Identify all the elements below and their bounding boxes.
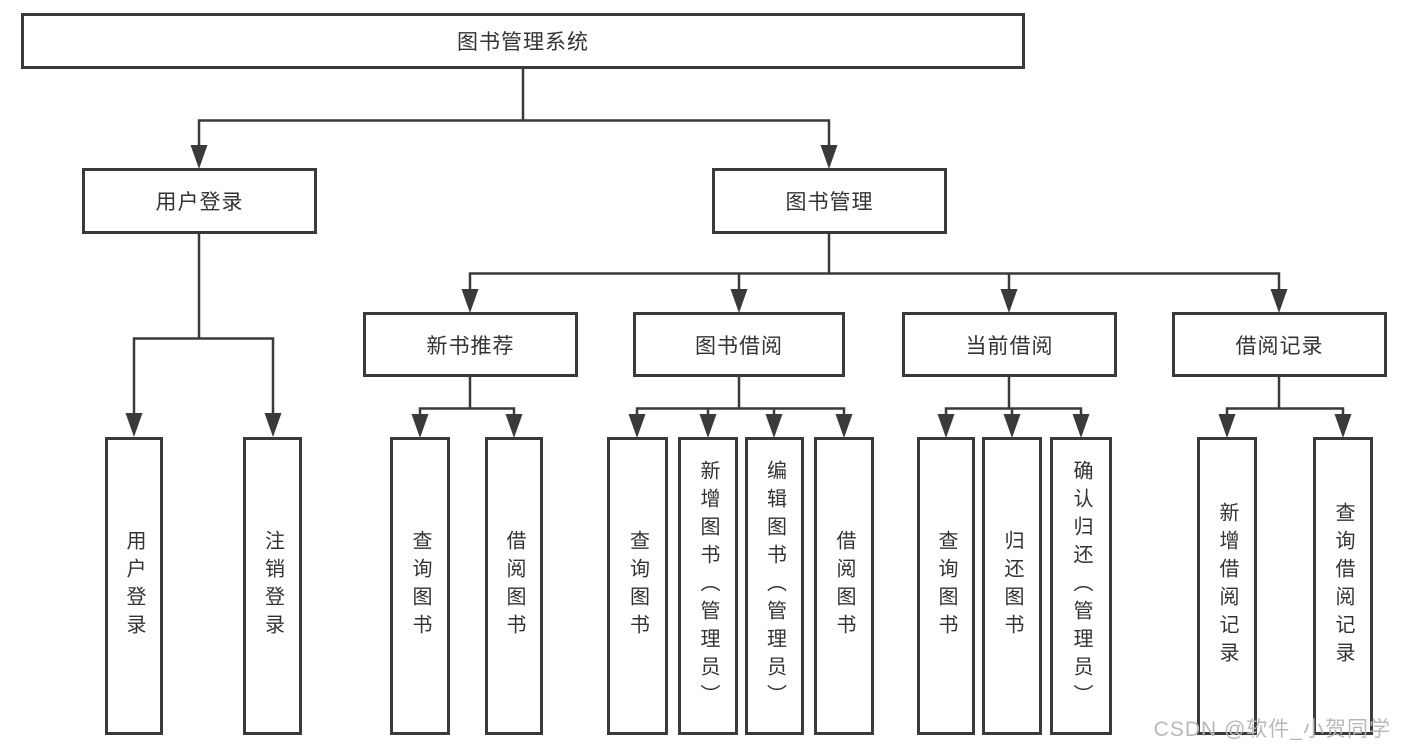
node-label: 查询图书 <box>626 530 649 642</box>
node-label: 新增图书（管理员） <box>697 460 719 712</box>
node-current-borrowing: 当前借阅 <box>902 312 1117 377</box>
edge-borrowing-records-to-children <box>1225 377 1345 418</box>
leaf-borrow-books: 借阅图书 <box>814 437 874 735</box>
node-label: 当前借阅 <box>965 334 1054 358</box>
leaf-query-books: 查询图书 <box>607 437 668 735</box>
node-label: 图书借阅 <box>695 334 783 358</box>
node-label: 确认归还（管理员） <box>1070 460 1092 712</box>
edge-new-book-recommend-to-children <box>418 377 516 418</box>
node-label: 图书管理系统 <box>457 31 589 54</box>
edge-book-borrowing-to-children <box>635 377 846 418</box>
node-label: 借阅图书 <box>503 530 525 642</box>
node-borrowing-records: 借阅记录 <box>1172 312 1387 377</box>
node-book-management: 图书管理 <box>712 168 947 234</box>
edge-book-management-to-children <box>468 234 1281 294</box>
leaf-add-books-admin: 新增图书（管理员） <box>678 437 738 735</box>
node-label: 注销登录 <box>261 530 284 642</box>
arrow-down-icons <box>125 145 1352 438</box>
connector-paths <box>132 69 1345 418</box>
node-label: 查询图书 <box>935 530 957 642</box>
node-label: 用户登录 <box>123 530 145 642</box>
edge-current-borrowing-to-children <box>944 377 1083 418</box>
node-new-book-recommendation: 新书推荐 <box>363 312 578 377</box>
node-label: 归还图书 <box>1001 530 1023 642</box>
csdn-watermark: CSDN @软件_小贺同学 <box>1153 718 1391 741</box>
leaf-user-login: 用户登录 <box>105 437 163 735</box>
leaf-edit-books-admin: 编辑图书（管理员） <box>745 437 804 735</box>
edge-user-login-to-children <box>132 234 275 416</box>
node-label: 编辑图书（管理员） <box>763 460 786 712</box>
leaf-query-books: 查询图书 <box>390 437 450 735</box>
leaf-query-borrow-record: 查询借阅记录 <box>1313 437 1373 735</box>
node-label: 查询图书 <box>409 530 431 642</box>
node-label: 新书推荐 <box>426 334 515 358</box>
node-label: 查询借阅记录 <box>1332 502 1354 670</box>
leaf-add-borrow-record: 新增借阅记录 <box>1197 437 1257 735</box>
node-label: 图书管理 <box>785 191 874 214</box>
node-library-management-system: 图书管理系统 <box>21 13 1025 69</box>
leaf-query-books: 查询图书 <box>917 437 975 735</box>
node-label: 用户登录 <box>155 191 244 214</box>
node-label: 新增借阅记录 <box>1216 502 1238 670</box>
leaf-logout: 注销登录 <box>243 437 302 735</box>
node-label: 借阅图书 <box>833 530 855 642</box>
leaf-confirm-return-admin: 确认归还（管理员） <box>1050 437 1112 735</box>
edge-root-to-level2 <box>197 69 831 150</box>
node-user-login: 用户登录 <box>82 168 317 234</box>
leaf-return-books: 归还图书 <box>982 437 1042 735</box>
node-book-borrowing: 图书借阅 <box>633 312 845 377</box>
leaf-borrow-books: 借阅图书 <box>485 437 543 735</box>
node-label: 借阅记录 <box>1235 334 1324 358</box>
